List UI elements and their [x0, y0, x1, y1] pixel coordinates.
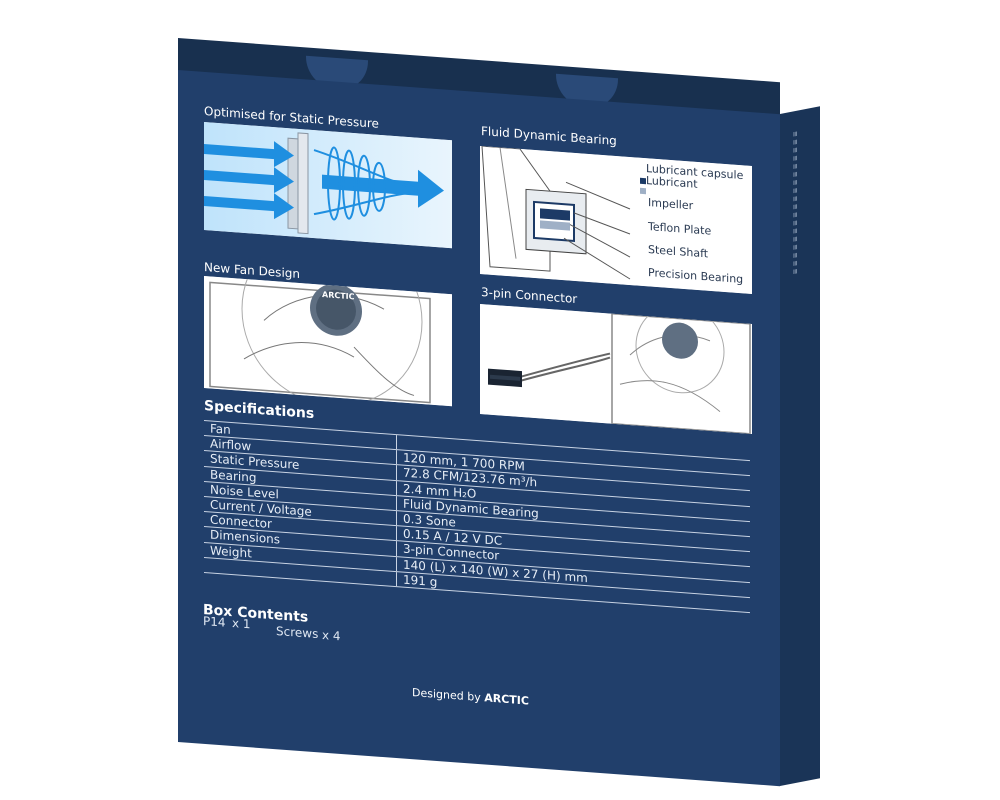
- side-panel-text: ≡ ≡ ≡ ≡ ≡ ≡ ≡ ≡ ≡ ≡ ≡ ≡ ≡ ≡ ≡ ≡ ≡ ≡: [791, 130, 799, 276]
- static-pressure-image: [204, 122, 452, 249]
- airflow-arrows-icon: [204, 122, 452, 249]
- connector-cable-icon: [480, 304, 752, 434]
- spec-value: [397, 435, 403, 450]
- box-item-p14: P14: [203, 614, 226, 630]
- box-side-panel: ≡ ≡ ≡ ≡ ≡ ≡ ≡ ≡ ≡ ≡ ≡ ≡ ≡ ≡ ≡ ≡ ≡ ≡: [780, 106, 820, 786]
- fan-blade-icon: [204, 276, 452, 407]
- bearing-cross-section-icon: [480, 146, 752, 294]
- spec-value: 191 g: [403, 572, 438, 589]
- box-item-screws: Screws: [276, 624, 319, 642]
- box-item-screws-qty: x 4: [322, 628, 341, 644]
- bearing-diagram: [480, 146, 752, 294]
- connector-image: [480, 304, 752, 434]
- box-item-p14-qty: x 1: [232, 616, 251, 632]
- fan-design-image: [204, 276, 452, 407]
